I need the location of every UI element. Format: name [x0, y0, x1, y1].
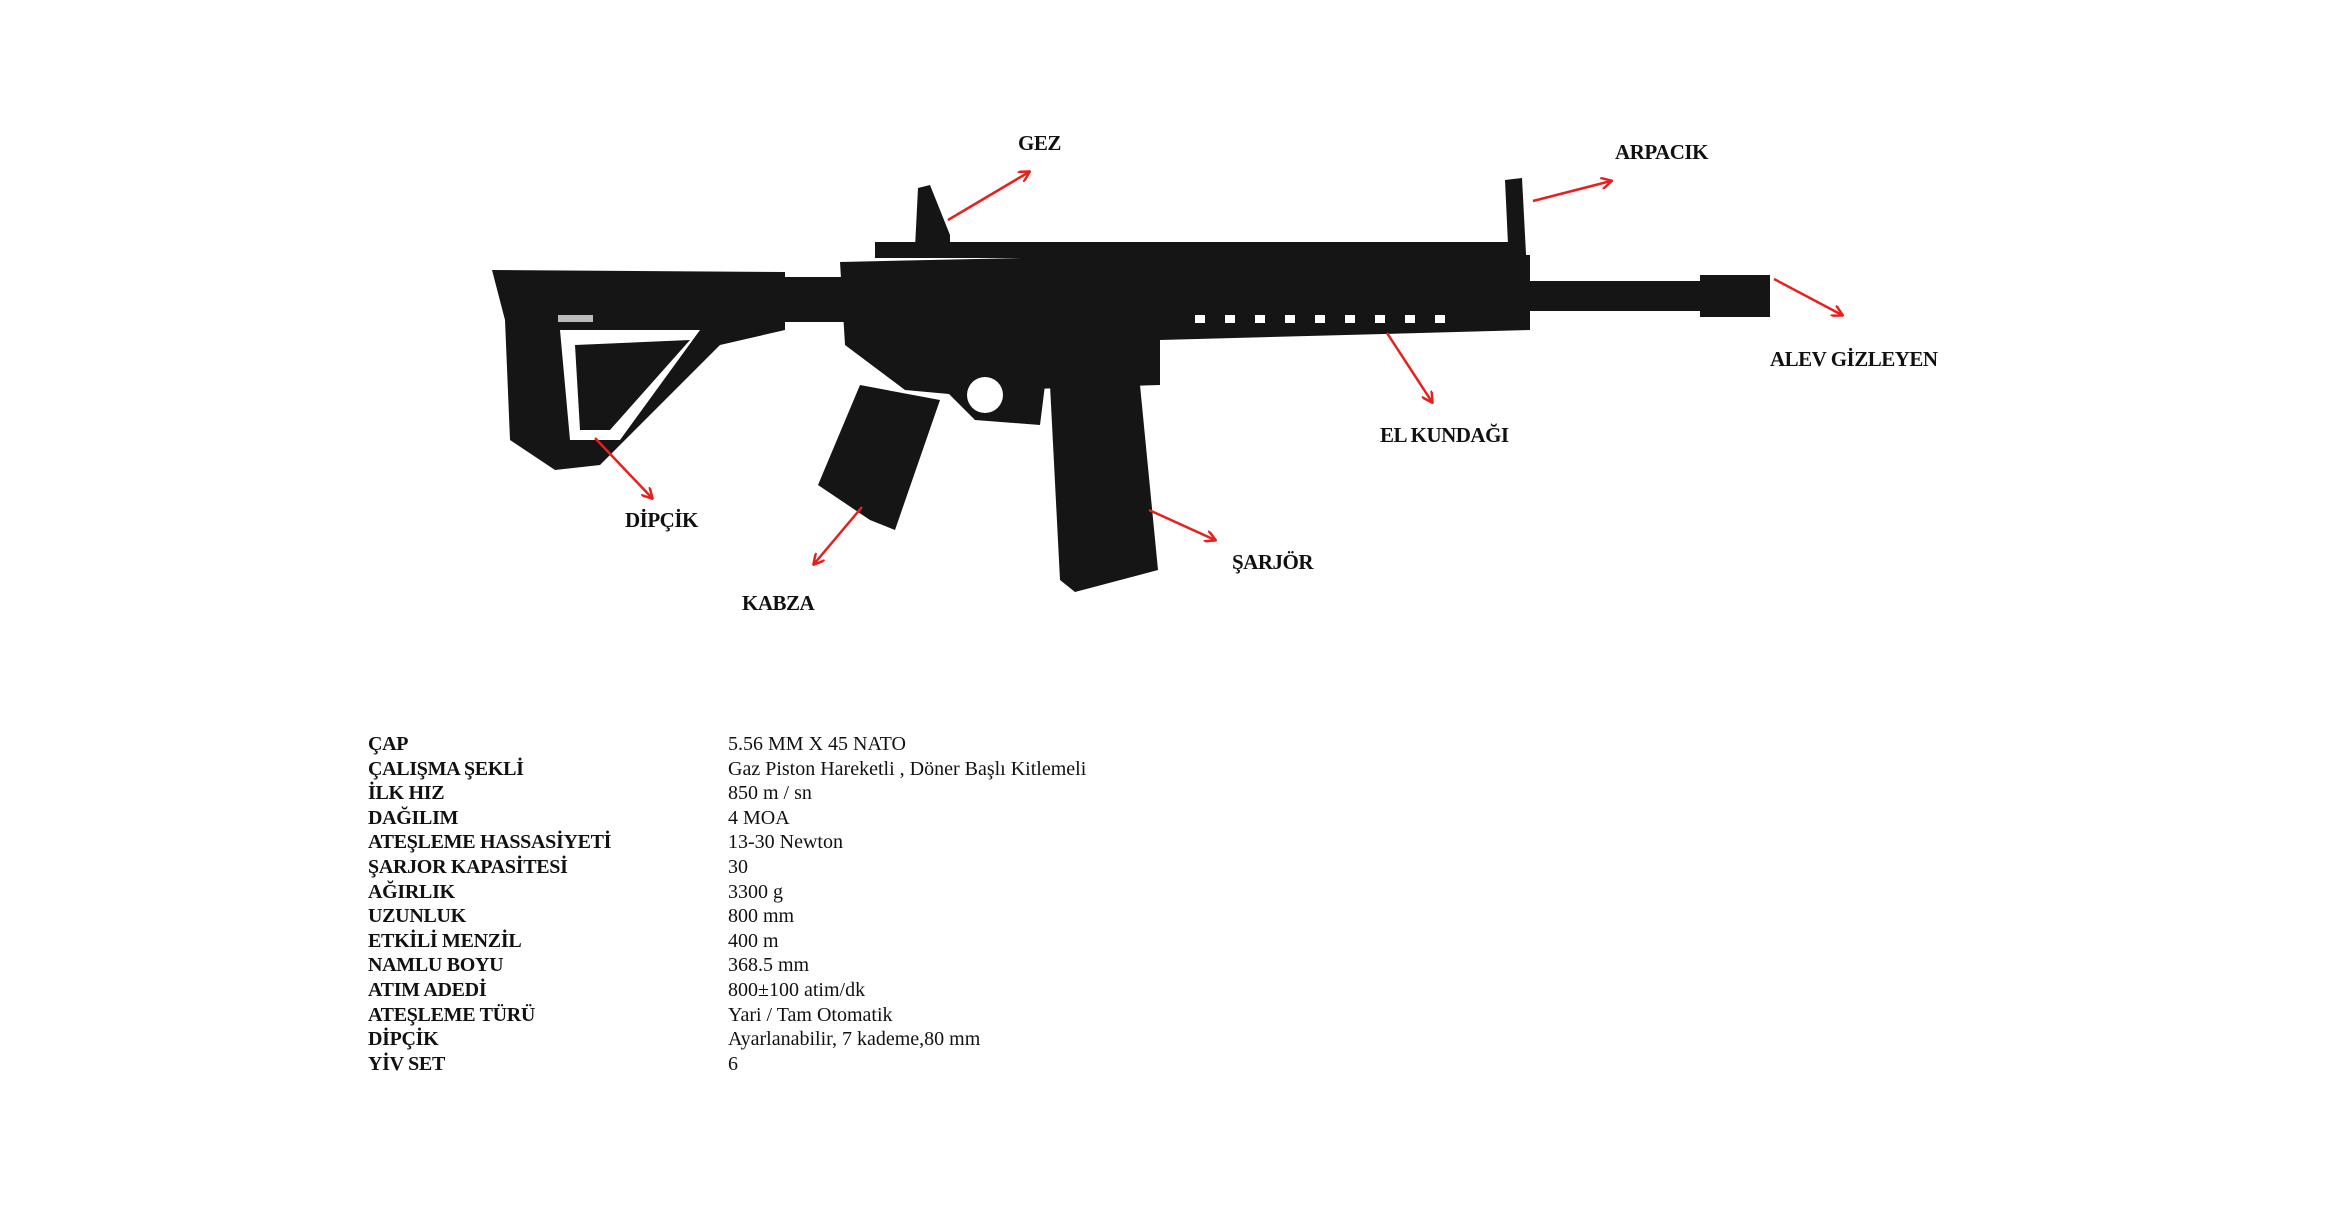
front-sight: [1505, 178, 1530, 330]
spec-row: YİV SET 6: [0, 1053, 1200, 1077]
spec-value: 800±100 atim/dk: [728, 979, 866, 1001]
spec-value: 30: [728, 856, 748, 878]
arrow-arpacik: [1532, 181, 1611, 203]
spec-label: ATEŞLEME HASSASİYETİ: [368, 831, 612, 854]
flash-hider: [1700, 275, 1770, 317]
spec-label: ETKİLİ MENZİL: [368, 929, 522, 952]
spec-value: Gaz Piston Hareketli , Döner Başlı Kitle…: [728, 757, 1087, 780]
spec-row: ETKİLİ MENZİL 400 m: [0, 930, 1200, 954]
buffer-tube: [780, 277, 845, 322]
magazine: [1050, 385, 1158, 592]
spec-value: 13-30 Newton: [728, 831, 843, 854]
spec-row: İLK HIZ 850 m / sn: [0, 782, 1200, 806]
spec-row: ATEŞLEME TÜRÜ Yari / Tam Otomatik: [0, 1004, 1200, 1028]
barrel: [1528, 281, 1708, 311]
arrow-dipcik: [594, 437, 652, 498]
spec-value: 850 m / sn: [728, 782, 812, 805]
spec-row: NAMLU BOYU 368.5 mm: [0, 954, 1200, 978]
spec-label: YİV SET: [368, 1052, 446, 1075]
spec-row: DİPÇİK Ayarlanabilir, 7 kademe,80 mm: [0, 1028, 1200, 1052]
spec-label: ATEŞLEME TÜRÜ: [368, 1003, 536, 1026]
spec-label: ŞARJOR KAPASİTESİ: [368, 856, 568, 878]
spec-label: UZUNLUK: [368, 905, 466, 928]
spec-label: AĞIRLIK: [368, 880, 455, 903]
spec-label: İLK HIZ: [368, 782, 445, 805]
grip: [818, 385, 940, 530]
rifle-diagram: [492, 0, 2339, 592]
spec-row: DAĞILIM 4 MOA: [0, 807, 1200, 831]
callout-gez: GEZ: [1018, 131, 1061, 155]
receiver: [840, 255, 1160, 395]
spec-value: 3300 g: [728, 880, 783, 903]
callout-el-kundagi: EL KUNDAĞI: [1380, 423, 1509, 447]
arrow-alev-gizleyen: [1773, 277, 1842, 315]
spec-value: 368.5 mm: [728, 954, 810, 977]
spec-value: Ayarlanabilir, 7 kademe,80 mm: [728, 1028, 981, 1051]
spec-value: 400 m: [728, 929, 779, 952]
callout-dipcik: DİPÇİK: [625, 508, 698, 532]
arrow-el-kundagi: [1385, 332, 1432, 402]
callout-kabza: KABZA: [742, 591, 815, 615]
spec-value: 5.56 MM X 45 NATO: [728, 733, 906, 755]
spec-label: ÇALIŞMA ŞEKLİ: [368, 757, 524, 780]
arrow-gez: [947, 172, 1029, 222]
spec-row: AĞIRLIK 3300 g: [0, 881, 1200, 905]
spec-label: ÇAP: [368, 733, 409, 755]
rear-sight: [915, 185, 950, 248]
spec-value: 4 MOA: [728, 806, 790, 829]
callout-arpacik: ARPACIK: [1615, 140, 1708, 164]
spec-label: NAMLU BOYU: [368, 954, 504, 977]
arrow-sarjor: [1148, 508, 1215, 540]
spec-row: ATIM ADEDİ 800±100 atim/dk: [0, 979, 1200, 1003]
handguard: [1155, 255, 1530, 340]
callout-sarjor: ŞARJÖR: [1232, 550, 1314, 574]
spec-row: ÇAP 5.56 MM X 45 NATO: [0, 733, 1200, 757]
spec-label: DİPÇİK: [368, 1028, 439, 1051]
spec-row: UZUNLUK 800 mm: [0, 905, 1200, 929]
spec-row: ATEŞLEME HASSASİYETİ 13-30 Newton: [0, 831, 1200, 855]
spec-value: Yari / Tam Otomatik: [728, 1003, 893, 1026]
spec-row: ŞARJOR KAPASİTESİ 30: [0, 856, 1200, 880]
spec-value: 6: [728, 1052, 738, 1075]
spec-row: ÇALIŞMA ŞEKLİ Gaz Piston Hareketli , Döne…: [0, 758, 1200, 782]
spec-value: 800 mm: [728, 905, 795, 928]
spec-label: DAĞILIM: [368, 806, 459, 829]
callout-alev-gizleyen: ALEV GİZLEYEN: [1770, 347, 1938, 371]
arrow-kabza: [814, 506, 863, 564]
spec-label: ATIM ADEDİ: [368, 979, 487, 1001]
